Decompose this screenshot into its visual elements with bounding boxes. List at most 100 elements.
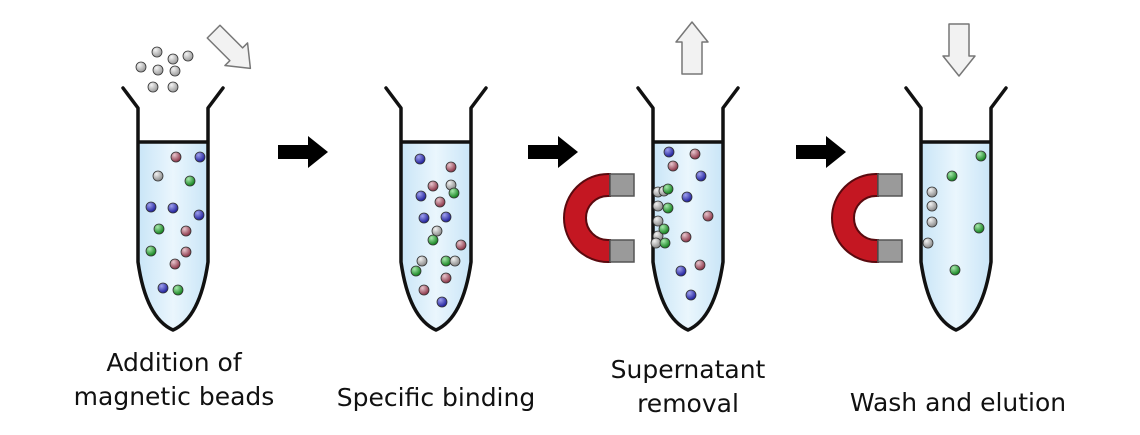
- diagonal-arrow-shape: [206, 24, 252, 70]
- label-line: Wash and elution: [849, 388, 1067, 417]
- red-particle: [434, 196, 446, 208]
- tube: [384, 86, 488, 332]
- green-particle: [427, 234, 439, 246]
- blue-particle: [194, 151, 206, 163]
- red-particle: [170, 151, 182, 163]
- magnetic-bead: [182, 50, 194, 62]
- diagonal-arrow: [206, 24, 252, 70]
- magnet-body: [831, 173, 879, 263]
- green-particle: [659, 237, 671, 249]
- gray-particle: [650, 237, 662, 249]
- magnetic-bead: [152, 64, 164, 76]
- gray-particle: [926, 200, 938, 212]
- red-particle: [445, 161, 457, 173]
- blue-particle: [695, 170, 707, 182]
- horseshoe-magnet: [563, 173, 635, 263]
- green-particle: [172, 284, 184, 296]
- magnetic-bead: [167, 81, 179, 93]
- step-label-removal: Supernatant removal: [568, 353, 808, 421]
- tube: [121, 86, 225, 332]
- horseshoe-magnet: [831, 173, 903, 263]
- magnetic-bead: [167, 53, 179, 65]
- blue-particle: [414, 153, 426, 165]
- blue-particle: [157, 282, 169, 294]
- down-arrow: [942, 23, 976, 77]
- green-particle: [440, 255, 452, 267]
- blue-particle: [415, 190, 427, 202]
- gray-particle: [652, 215, 664, 227]
- tube-outline: [904, 86, 1008, 332]
- green-particle: [662, 202, 674, 214]
- blue-particle: [436, 296, 448, 308]
- label-line: removal: [637, 389, 739, 418]
- arrows-layer: [206, 21, 976, 168]
- magnet-pole-top: [609, 173, 635, 197]
- green-particle: [145, 245, 157, 257]
- label-line: Addition of: [106, 348, 242, 377]
- gray-particle: [152, 170, 164, 182]
- red-particle: [440, 272, 452, 284]
- blue-particle: [681, 191, 693, 203]
- magnet-pole-top: [877, 173, 903, 197]
- red-particle: [169, 258, 181, 270]
- green-particle: [975, 150, 987, 162]
- process-arrow: [278, 136, 328, 168]
- magnetic-bead: [135, 61, 147, 73]
- tube-outline: [121, 86, 225, 332]
- green-particle: [448, 187, 460, 199]
- blue-particle: [167, 202, 179, 214]
- gray-particle: [926, 216, 938, 228]
- green-particle: [410, 265, 422, 277]
- red-particle: [694, 259, 706, 271]
- label-line: Specific binding: [336, 383, 536, 412]
- blue-particle: [193, 209, 205, 221]
- blue-particle: [663, 146, 675, 158]
- magnetic-bead: [147, 81, 159, 93]
- green-particle: [973, 222, 985, 234]
- magnet-pole-bottom: [877, 239, 903, 263]
- process-arrow: [528, 136, 578, 168]
- red-particle: [427, 180, 439, 192]
- magnetic-bead: [151, 46, 163, 58]
- step-label-elution: Wash and elution: [820, 386, 1096, 420]
- red-particle: [180, 246, 192, 258]
- red-particle: [455, 239, 467, 251]
- green-particle: [153, 223, 165, 235]
- gray-particle: [431, 225, 443, 237]
- red-particle: [680, 231, 692, 243]
- green-particle: [946, 170, 958, 182]
- magnetic-bead: [169, 65, 181, 77]
- magnets-layer: [563, 173, 903, 263]
- gray-particle: [652, 200, 664, 212]
- process-arrow: [796, 136, 846, 168]
- magnet-pole-bottom: [609, 239, 635, 263]
- red-particle: [667, 160, 679, 172]
- gray-particle: [416, 255, 428, 267]
- blue-particle: [675, 265, 687, 277]
- step-label-binding: Specific binding: [318, 381, 554, 415]
- tube: [904, 86, 1008, 332]
- red-particle: [418, 284, 430, 296]
- blue-particle: [440, 211, 452, 223]
- green-particle: [658, 223, 670, 235]
- gray-particle: [926, 186, 938, 198]
- gray-particle: [922, 237, 934, 249]
- gray-particle: [449, 255, 461, 267]
- beads-layer: [135, 46, 987, 308]
- up-arrow: [675, 21, 709, 75]
- step-label-addition: Addition of magnetic beads: [48, 346, 300, 414]
- tube-liquid: [921, 142, 991, 330]
- green-particle: [949, 264, 961, 276]
- red-particle: [689, 148, 701, 160]
- green-particle: [184, 175, 196, 187]
- label-line: Supernatant: [610, 355, 766, 384]
- red-particle: [702, 210, 714, 222]
- blue-particle: [418, 212, 430, 224]
- green-particle: [662, 183, 674, 195]
- tube-outline: [384, 86, 488, 332]
- magnet-body: [563, 173, 611, 263]
- tube-outline: [636, 86, 740, 332]
- blue-particle: [685, 289, 697, 301]
- red-particle: [180, 225, 192, 237]
